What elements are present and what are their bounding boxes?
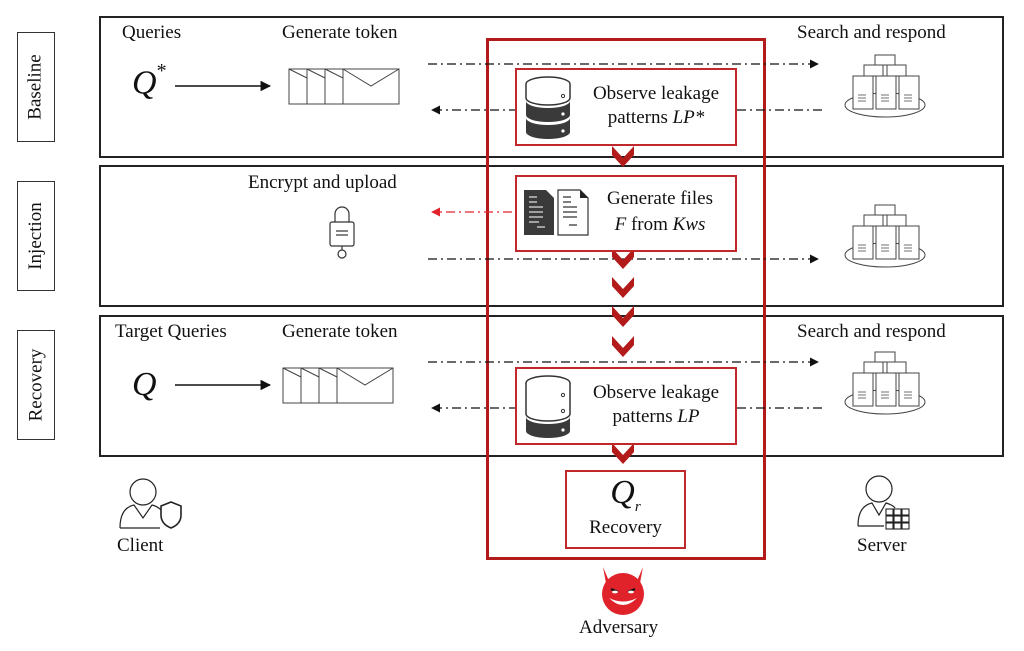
adversary-label: Adversary	[579, 617, 659, 638]
server-cluster-icon-injection	[844, 204, 926, 268]
phase-label-baseline: Baseline	[17, 32, 55, 142]
server-cluster-icon-baseline	[844, 54, 926, 118]
chevron-down-icon	[612, 443, 634, 464]
baseline-observe-line1: Observe leakage	[592, 83, 720, 104]
chevron-down-icon	[612, 336, 634, 357]
adversary-devil-icon	[602, 567, 644, 615]
baseline-token-title: Generate token	[282, 22, 398, 43]
baseline-query-symbol: Q*	[132, 60, 167, 102]
chevron-down-icon	[612, 277, 634, 298]
injection-client-title: Encrypt and upload	[248, 172, 397, 193]
server-cluster-icon-recovery	[844, 351, 926, 415]
recovered-query-q: Q	[610, 474, 635, 511]
files-icon	[524, 189, 589, 236]
chevron-down-icon	[612, 306, 634, 327]
database-icon	[525, 375, 571, 438]
keywords-symbol: Kws	[672, 214, 706, 235]
injection-generate-line2: F from Kws	[589, 213, 731, 237]
injection-generate-mid: from	[626, 214, 673, 235]
flow-chevrons	[612, 146, 634, 464]
baseline-queries-title: Queries	[122, 22, 182, 43]
baseline-query-q: Q	[132, 64, 157, 102]
recovery-observe-box: Observe leakage patterns LP	[515, 367, 737, 445]
adversary-frame	[486, 38, 766, 560]
client-label: Client	[117, 535, 164, 556]
recovery-token-title: Generate token	[282, 321, 398, 342]
database-icon	[525, 76, 571, 139]
recovery-observe-line2-text: patterns	[612, 406, 678, 427]
phase-label-injection: Injection	[17, 181, 55, 291]
baseline-server-title: Search and respond	[797, 22, 946, 43]
recovery-server-title: Search and respond	[797, 321, 946, 342]
server-label: Server	[857, 535, 907, 556]
baseline-token-envelopes-icon	[288, 68, 400, 105]
recovery-query-symbol: Q	[132, 366, 157, 403]
recovery-queries-title: Target Queries	[115, 321, 227, 342]
chevron-down-icon	[612, 248, 634, 269]
baseline-observe-box: Observe leakage patterns LP*	[515, 68, 737, 146]
files-symbol: F	[614, 214, 627, 235]
recovery-result-box: Qr Recovery	[565, 470, 686, 549]
baseline-observe-line2: patterns LP*	[581, 106, 731, 130]
recovery-leakage-symbol: LP	[677, 406, 700, 427]
injection-generate-line1: Generate files	[606, 188, 714, 209]
recovery-token-envelopes-icon	[282, 367, 394, 404]
lock-icon	[329, 206, 355, 259]
recovery-observe-line1: Observe leakage	[592, 382, 720, 403]
baseline-observe-line2-text: patterns	[607, 107, 673, 128]
baseline-query-star: *	[156, 60, 167, 82]
recovered-query-subscript: r	[634, 498, 641, 515]
recovered-query-symbol: Qr	[567, 474, 684, 526]
client-avatar-icon	[119, 478, 182, 529]
phase-label-recovery: Recovery	[17, 330, 55, 440]
baseline-leakage-symbol: LP*	[672, 107, 705, 128]
recovery-observe-line2: patterns LP	[581, 405, 731, 429]
server-avatar-icon	[857, 475, 910, 530]
chevron-down-icon	[612, 146, 634, 167]
recovery-result-label: Recovery	[589, 517, 662, 538]
injection-generate-files-box: Generate files F from Kws	[515, 175, 737, 252]
